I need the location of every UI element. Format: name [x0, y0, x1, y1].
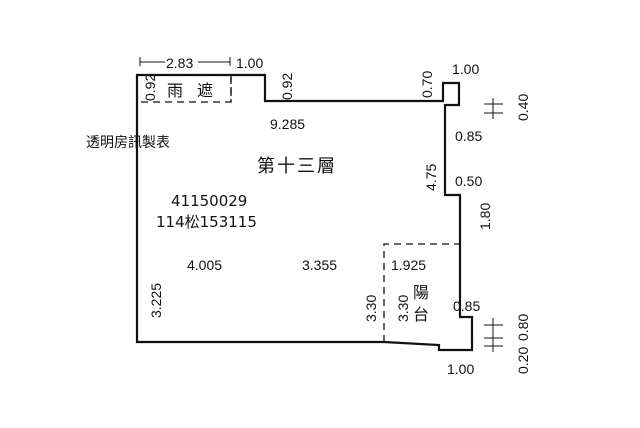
dim-corner-100-bottom: 1.00 — [447, 361, 474, 377]
balcony-label-2: 台 — [413, 305, 429, 324]
dim-corner-100-top: 1.00 — [452, 61, 479, 77]
dim-step-070: 0.70 — [419, 71, 435, 98]
dim-right-080: 0.80 — [515, 314, 531, 341]
dim-top-283: 2.83 — [166, 55, 193, 71]
dim-right-180: 1.80 — [477, 203, 493, 230]
dim-top-length: 9.285 — [270, 116, 305, 132]
outer-wall — [135, 73, 474, 352]
id-line-1: 41150029 — [171, 192, 247, 210]
dim-balcony-330-b: 3.30 — [395, 295, 411, 322]
dim-right-475: 4.75 — [423, 164, 439, 191]
dim-top-100: 1.00 — [236, 55, 263, 71]
dim-right-050: 0.50 — [455, 173, 482, 189]
watermark-text: 透明房訊製表 — [86, 135, 170, 151]
dim-room-4005: 4.005 — [187, 257, 222, 273]
dim-balcony-1925: 1.925 — [391, 257, 426, 273]
dim-right-085-top: 0.85 — [455, 128, 482, 144]
balcony-outline — [383, 243, 460, 342]
tick-080 — [484, 318, 503, 352]
tick-040 — [484, 98, 503, 119]
dim-right-040: 0.40 — [515, 94, 531, 121]
dim-canopy-092: 0.92 — [142, 74, 158, 101]
dim-right-020: 0.20 — [515, 347, 531, 374]
top-dimension-line — [139, 57, 231, 66]
dim-canopy-092-right: 0.92 — [279, 73, 295, 100]
dim-left-3225: 3.225 — [148, 283, 164, 318]
id-line-2: 114松153115 — [156, 213, 257, 231]
canopy-outline — [137, 74, 232, 103]
dim-room-3355: 3.355 — [302, 257, 337, 273]
canopy-label: 雨遮 — [167, 81, 227, 100]
dim-right-085-bottom: 0.85 — [453, 298, 480, 314]
dim-balcony-330-a: 3.30 — [363, 295, 379, 322]
balcony-label-1: 陽 — [413, 283, 429, 302]
floor-label: 第十三層 — [257, 156, 337, 177]
